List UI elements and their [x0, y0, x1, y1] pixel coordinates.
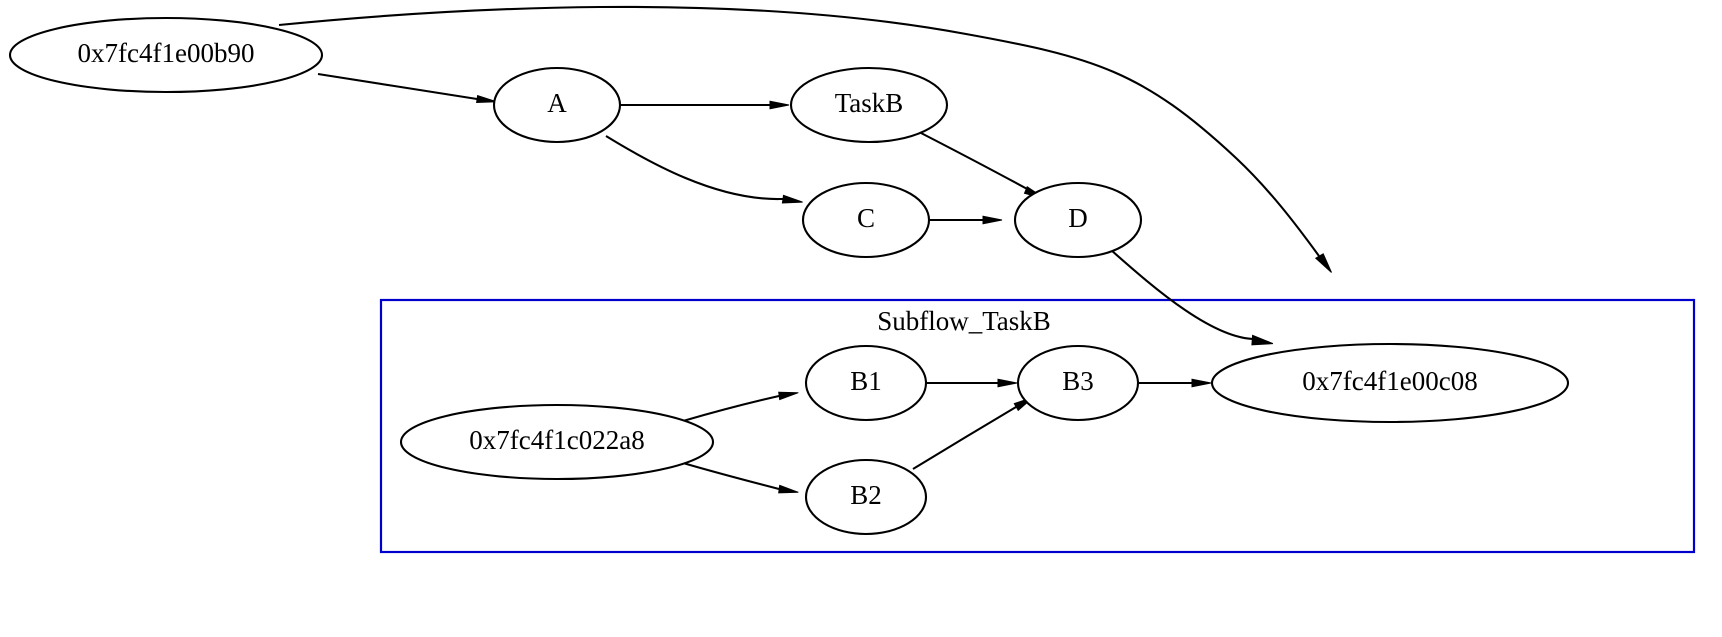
- arrowhead: [997, 378, 1018, 388]
- arrowhead: [781, 194, 803, 204]
- edge-taskb-to-d[interactable]: [920, 132, 1046, 200]
- node-label: B1: [850, 366, 882, 396]
- node-ellipse: [1016, 344, 1140, 422]
- edge-line: [317, 72, 478, 101]
- edge-a-to-c[interactable]: [605, 135, 803, 204]
- arrowhead: [778, 391, 799, 401]
- node-ellipse: [399, 403, 715, 481]
- node-ellipse: [804, 458, 928, 536]
- cluster-subflow-taskb: Subflow_TaskB: [379, 298, 1696, 554]
- node-b3[interactable]: B3: [1016, 344, 1140, 422]
- node-0x7fc4f1e00b90[interactable]: 0x7fc4f1e00b90: [8, 16, 324, 94]
- arrowhead: [778, 484, 799, 494]
- arrowhead: [1191, 378, 1212, 388]
- arrowhead: [769, 100, 790, 110]
- node-label: 0x7fc4f1c022a8: [469, 425, 644, 455]
- cluster-border-rect: [379, 298, 1696, 554]
- edge-b2-to-b3[interactable]: [912, 396, 1034, 470]
- node-c[interactable]: C: [801, 181, 931, 259]
- edge-subin-to-b1[interactable]: [682, 391, 799, 423]
- node-ellipse: [8, 16, 324, 94]
- arrowhead: [1314, 253, 1332, 273]
- arrowhead: [1251, 334, 1274, 346]
- node-ellipse: [1013, 181, 1143, 259]
- node-layer: 0x7fc4f1e00b90 A TaskB C D 0x7fc4f1c022a: [8, 16, 1570, 536]
- node-label: 0x7fc4f1e00b90: [78, 38, 255, 68]
- edge-line: [605, 135, 784, 201]
- edge-c-to-d[interactable]: [929, 215, 1003, 225]
- node-label: C: [857, 203, 875, 233]
- edge-line: [920, 132, 1030, 191]
- edge-b1-to-b3[interactable]: [926, 378, 1018, 388]
- node-ellipse: [1210, 342, 1570, 424]
- node-label: 0x7fc4f1e00c08: [1302, 366, 1477, 396]
- node-0x7fc4f1e00c08[interactable]: 0x7fc4f1e00c08: [1210, 342, 1570, 424]
- arrowhead: [982, 215, 1003, 225]
- edge-start-to-end[interactable]: [278, 5, 1332, 273]
- node-label: B2: [850, 480, 882, 510]
- edge-start-to-a[interactable]: [317, 72, 497, 104]
- node-0x7fc4f1c022a8[interactable]: 0x7fc4f1c022a8: [399, 403, 715, 481]
- node-ellipse: [492, 66, 622, 144]
- edge-line: [682, 461, 780, 491]
- node-taskb[interactable]: TaskB: [789, 66, 949, 144]
- node-label: A: [547, 88, 567, 118]
- node-label: D: [1068, 203, 1088, 233]
- edge-d-to-end[interactable]: [1110, 249, 1274, 346]
- arrowhead: [476, 94, 497, 104]
- node-a[interactable]: A: [492, 66, 622, 144]
- cluster-label-subflow-taskb: Subflow_TaskB: [877, 306, 1051, 336]
- node-b2[interactable]: B2: [804, 458, 928, 536]
- node-ellipse: [804, 344, 928, 422]
- edge-layer: [278, 5, 1332, 494]
- edge-b3-to-end[interactable]: [1138, 378, 1212, 388]
- node-d[interactable]: D: [1013, 181, 1143, 259]
- node-ellipse: [789, 66, 949, 144]
- edge-a-to-taskb[interactable]: [621, 100, 790, 110]
- edge-line: [682, 394, 780, 423]
- node-label: TaskB: [835, 88, 904, 118]
- node-ellipse: [801, 181, 931, 259]
- node-label: B3: [1062, 366, 1094, 396]
- node-b1[interactable]: B1: [804, 344, 928, 422]
- edge-subin-to-b2[interactable]: [682, 461, 799, 494]
- edge-line: [278, 5, 1320, 257]
- edge-line: [1110, 249, 1259, 341]
- edge-line: [912, 406, 1017, 470]
